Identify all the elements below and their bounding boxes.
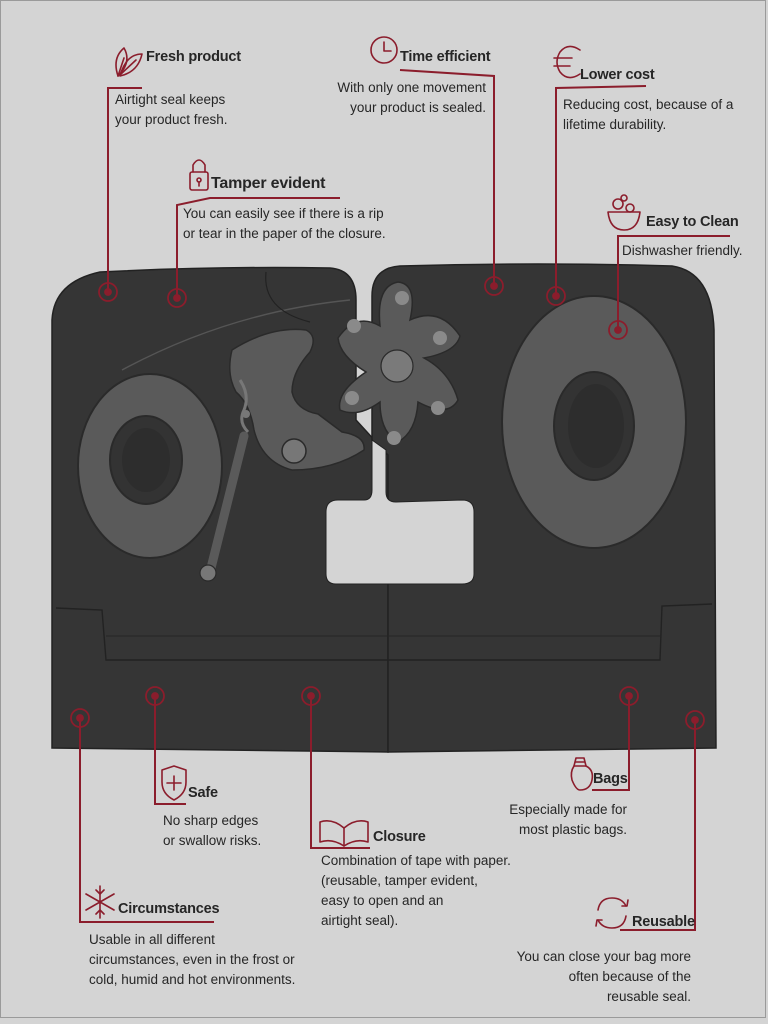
feature-title: Time efficient xyxy=(400,49,491,65)
marker-reusable xyxy=(685,710,705,730)
star-wheel xyxy=(337,281,461,445)
tape-reel-left xyxy=(77,373,223,559)
feature-description: You can close your bag more often becaus… xyxy=(516,949,691,1004)
dish-basin-icon xyxy=(607,194,641,231)
callout-line-fresh xyxy=(107,87,142,292)
marker-safe xyxy=(145,686,165,706)
feature-description: You can easily see if there is a rip or … xyxy=(183,206,386,241)
callout-markers xyxy=(70,276,705,730)
cover-line xyxy=(265,271,311,323)
snowflake-icon xyxy=(85,885,115,919)
pivot-arm xyxy=(229,328,365,471)
feature-title: Easy to Clean xyxy=(646,214,739,230)
clock-icon xyxy=(370,36,398,64)
callout-lines xyxy=(79,69,730,931)
feature-description: Especially made for most plastic bags. xyxy=(509,802,627,837)
callout-line-safe xyxy=(154,696,186,805)
open-book-icon xyxy=(319,820,369,847)
feature-description: Dishwasher friendly. xyxy=(622,243,743,258)
callout-line-reusable xyxy=(620,720,696,931)
lever-rod xyxy=(205,431,249,577)
feature-title: Circumstances xyxy=(118,901,220,917)
machine-base-ledge xyxy=(55,603,713,661)
callout-line-bags xyxy=(592,696,630,791)
feature-description: With only one movement your product is s… xyxy=(337,80,486,115)
marker-clean xyxy=(608,320,628,340)
center-slot xyxy=(325,439,475,585)
marker-circumstances xyxy=(70,708,90,728)
feature-title: Fresh product xyxy=(146,49,241,65)
callout-line-clean xyxy=(617,235,730,330)
marker-closure xyxy=(301,686,321,706)
callout-line-time xyxy=(399,69,495,286)
feature-title: Tamper evident xyxy=(211,175,326,192)
euro-icon xyxy=(553,45,581,79)
feature-title: Bags xyxy=(593,771,628,787)
marker-bags xyxy=(619,686,639,706)
marker-tamper xyxy=(167,288,187,308)
marker-lower-cost xyxy=(546,286,566,306)
bag-icon xyxy=(570,757,594,791)
feature-title: Lower cost xyxy=(580,67,655,83)
callout-line-tamper xyxy=(176,197,340,298)
feature-description: No sharp edges or swallow risks. xyxy=(163,813,262,848)
marker-fresh xyxy=(98,282,118,302)
leaves-icon xyxy=(115,47,143,77)
feature-title: Closure xyxy=(373,829,426,845)
callout-line-circumstances xyxy=(79,718,214,923)
feature-title: Safe xyxy=(188,785,218,801)
sealing-mechanism xyxy=(121,271,461,582)
tape-path xyxy=(121,299,351,371)
callout-line-closure xyxy=(310,696,370,849)
callout-line-lower-cost xyxy=(555,85,647,296)
feature-description: Combination of tape with paper. (reusabl… xyxy=(321,853,511,928)
marker-time xyxy=(484,276,504,296)
pivot-spring xyxy=(238,379,250,434)
padlock-icon xyxy=(189,159,209,191)
feature-title: Reusable xyxy=(632,914,695,930)
feature-description: Usable in all different circumstances, e… xyxy=(89,932,296,987)
feature-description: Reducing cost, because of a lifetime dur… xyxy=(563,97,734,132)
recycle-arrows-icon xyxy=(595,897,629,929)
tape-reel-right xyxy=(501,295,687,549)
shield-cross-icon xyxy=(161,765,187,801)
feature-description: Airtight seal keeps your product fresh. xyxy=(115,92,228,127)
